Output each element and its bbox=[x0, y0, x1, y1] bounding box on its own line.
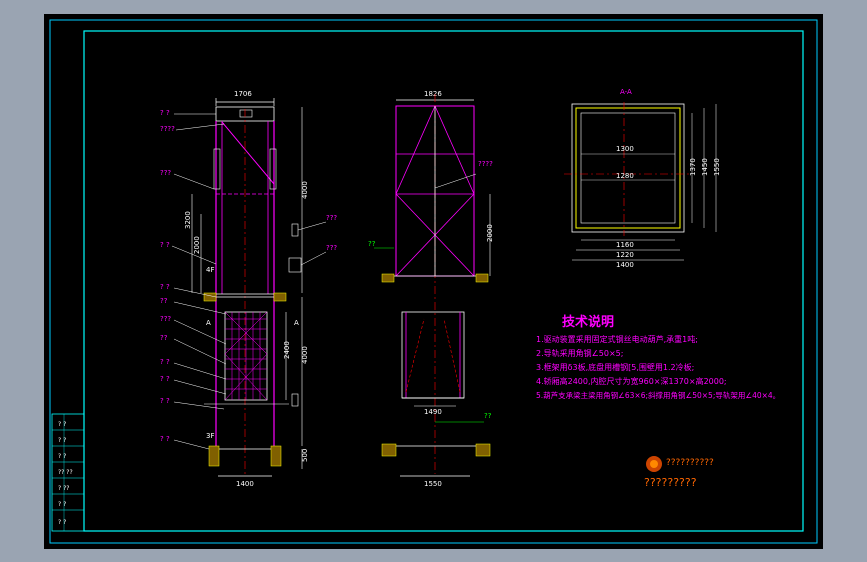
dim-1400-bottom: 1400 bbox=[236, 480, 254, 488]
dim-1220: 1220 bbox=[616, 251, 634, 259]
floor-4f: 4F bbox=[206, 266, 214, 274]
dim-1280: 1280 bbox=[616, 172, 634, 180]
technical-notes: 技术说明 1.驱动装置采用固定式钢丝电动葫芦,承重1吨; 2.导轨采用角钢∠50… bbox=[536, 314, 780, 400]
floor-3f: 3F bbox=[206, 432, 214, 440]
section-plan-a-a: A-A 1300 1280 1160 1220 1400 1370 1450 1… bbox=[564, 88, 721, 269]
dim-2000-mid: 2000 bbox=[486, 224, 494, 242]
note-line-3: 3.框架用δ3板,底盘用槽钢[5,围壁用1.2冷板; bbox=[536, 362, 694, 372]
label-q-j: ?? bbox=[368, 240, 376, 248]
dim-2400: 2400 bbox=[283, 341, 291, 359]
dim-2000-left: 2000 bbox=[193, 236, 201, 254]
title-row-1: ? ? bbox=[58, 421, 66, 428]
dim-4000-bottom: 4000 bbox=[301, 346, 309, 364]
label-q-r: ??? bbox=[326, 244, 337, 252]
cad-drawing-viewport[interactable]: ? ? ? ? ? ? ?? ?? ? ?? ? ? ? ? 1706 4F bbox=[44, 14, 823, 549]
notes-heading: 技术说明 bbox=[562, 314, 614, 330]
label-q-c: ??? bbox=[160, 169, 171, 177]
company-logo: ?????????? ????????? bbox=[644, 456, 714, 489]
logo-subtext: ????????? bbox=[644, 476, 697, 489]
dim-1160: 1160 bbox=[616, 241, 634, 249]
dim-3200: 3200 bbox=[184, 211, 192, 229]
side-elevation: 1826 2000 ???? ?? 1490 1550 ?? bbox=[368, 90, 494, 488]
label-q-n: ? ? bbox=[160, 375, 170, 383]
label-q-g: ??? bbox=[160, 315, 171, 323]
title-row-3: ? ? bbox=[58, 453, 66, 460]
title-row-4: ?? ?? bbox=[58, 469, 73, 476]
label-q-p: ? ? bbox=[160, 435, 170, 443]
note-line-2: 2.导轨采用角钢∠50×5; bbox=[536, 348, 623, 358]
label-q-k: ?? bbox=[484, 412, 492, 420]
label-q-e: ? ? bbox=[160, 283, 170, 291]
title-block: ? ? ? ? ? ? ?? ?? ? ?? ? ? ? ? bbox=[51, 413, 85, 532]
section-marker-a-left: A bbox=[206, 319, 211, 327]
dim-1490: 1490 bbox=[424, 408, 442, 416]
dim-500: 500 bbox=[301, 449, 309, 462]
left-leader-labels bbox=[171, 113, 227, 450]
dim-1400-plan: 1400 bbox=[616, 261, 634, 269]
title-row-7: ? ? bbox=[58, 519, 66, 526]
title-row-2: ? ? bbox=[58, 437, 66, 444]
label-q-m: ? ? bbox=[160, 358, 170, 366]
note-line-4: 4.轿厢高2400,内腔尺寸为宽960×深1370×高2000; bbox=[536, 376, 727, 386]
label-q-l: ?? bbox=[160, 334, 168, 342]
section-marker-a-right: A bbox=[294, 319, 299, 327]
label-q-d: ? ? bbox=[160, 241, 170, 249]
dim-4000-top: 4000 bbox=[301, 181, 309, 199]
elevator-drawing: ? ? ? ? ? ? ?? ?? ? ?? ? ? ? ? 1706 4F bbox=[49, 19, 818, 544]
label-q-b: ???? bbox=[160, 125, 175, 133]
note-line-1: 1.驱动装置采用固定式钢丝电动葫芦,承重1吨; bbox=[536, 334, 698, 344]
dim-1706: 1706 bbox=[234, 90, 252, 98]
front-elevation: 1706 4F A A bbox=[184, 90, 309, 488]
dim-1826: 1826 bbox=[424, 90, 442, 98]
dim-1450: 1450 bbox=[701, 158, 709, 176]
dim-1550-side: 1550 bbox=[713, 158, 721, 176]
label-q-o: ? ? bbox=[160, 397, 170, 405]
outer-frame bbox=[49, 19, 818, 544]
label-q-i: ???? bbox=[478, 160, 493, 168]
label-q-f: ?? bbox=[160, 297, 168, 305]
note-line-5: 5.葫芦支承梁主梁用角钢∠63×6;斜撑用角钢∠50×5;导轨架用∠40×4。 bbox=[536, 390, 780, 400]
label-q-h: ??? bbox=[326, 214, 337, 222]
dim-1300: 1300 bbox=[616, 145, 634, 153]
dim-1550-bottom: 1550 bbox=[424, 480, 442, 488]
dim-1370: 1370 bbox=[689, 158, 697, 176]
label-q-a: ? ? bbox=[160, 109, 170, 117]
section-title-a-a: A-A bbox=[620, 88, 632, 96]
title-row-6: ? ? bbox=[58, 501, 66, 508]
title-row-5: ? ?? bbox=[58, 485, 69, 492]
logo-text: ?????????? bbox=[666, 458, 714, 468]
inner-frame bbox=[83, 30, 804, 532]
